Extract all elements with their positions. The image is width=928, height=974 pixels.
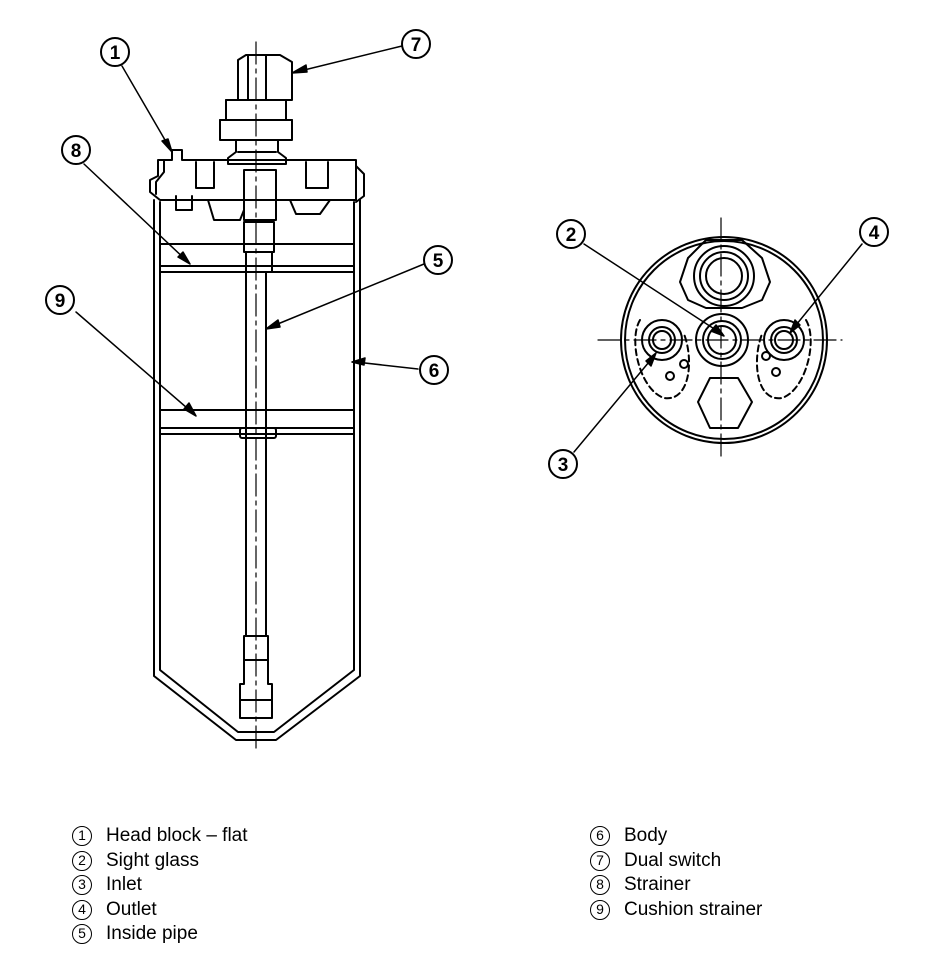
cushion-strainer-part	[159, 409, 355, 439]
callout-7-number: 7	[411, 35, 422, 56]
body-part	[153, 199, 361, 741]
legend-label: Head block – flat	[106, 825, 248, 846]
callout-6-number: 6	[429, 361, 440, 382]
legend-label: Inside pipe	[106, 923, 198, 944]
legend-item: 6 Body	[590, 824, 762, 849]
callout-4: 4	[859, 217, 889, 247]
legend-number: 2	[72, 850, 92, 871]
head-block-part	[149, 149, 365, 221]
callout-8-number: 8	[71, 141, 82, 162]
legend-item: 7 Dual switch	[590, 849, 762, 874]
legend-item: 3 Inlet	[72, 873, 248, 898]
legend-left: 1 Head block – flat 2 Sight glass 3 Inle…	[72, 824, 248, 947]
legend-number: 5	[72, 924, 92, 945]
callout-4-number: 4	[869, 223, 880, 244]
legend-item: 4 Outlet	[72, 898, 248, 923]
legend-item: 8 Strainer	[590, 873, 762, 898]
legend-number: 6	[590, 826, 610, 847]
end-view	[597, 217, 843, 461]
legend-number: 1	[72, 826, 92, 847]
end-view-switch	[679, 239, 771, 309]
leader-lines	[75, 45, 863, 453]
callout-8: 8	[61, 135, 91, 165]
legend-label: Cushion strainer	[624, 898, 763, 920]
legend-label: Inlet	[106, 874, 142, 895]
callout-6: 6	[419, 355, 449, 385]
legend-label: Dual switch	[624, 849, 722, 871]
inside-pipe-part	[239, 271, 273, 719]
callout-2: 2	[556, 219, 586, 249]
legend-number: 9	[590, 899, 610, 920]
legend-item: 9 Cushion strainer	[590, 898, 762, 923]
callout-5: 5	[423, 245, 453, 275]
end-view-inlet	[634, 319, 691, 400]
legend-number: 4	[72, 899, 92, 920]
legend-label: Strainer	[624, 874, 691, 895]
callout-1-number: 1	[110, 43, 121, 64]
callout-7: 7	[401, 29, 431, 59]
legend-number: 3	[72, 875, 92, 896]
legend-item: 2 Sight glass	[72, 849, 248, 874]
callout-3-number: 3	[558, 455, 569, 476]
callout-5-number: 5	[433, 251, 444, 272]
receiver-drier-diagram: 1 7 8 5 9 6 2 4 3	[45, 29, 889, 749]
legend-right: 6 Body 7 Dual switch 8 Strainer 9 Cushio…	[590, 824, 762, 922]
callout-3: 3	[548, 449, 578, 479]
end-view-sight-glass	[695, 313, 749, 367]
callout-9: 9	[45, 285, 75, 315]
strainer-part	[159, 221, 355, 273]
legend-number: 8	[590, 875, 610, 896]
callout-2-number: 2	[566, 225, 577, 246]
legend-item: 5 Inside pipe	[72, 922, 248, 947]
callout-9-number: 9	[55, 291, 66, 312]
callout-1: 1	[100, 37, 130, 67]
legend-label: Sight glass	[106, 849, 199, 871]
legend-label: Outlet	[106, 898, 157, 920]
side-section-view	[149, 41, 365, 749]
dual-switch-part	[219, 54, 293, 165]
end-view-hex-bolt	[697, 377, 753, 429]
legend-item: 1 Head block – flat	[72, 824, 248, 849]
legend-label: Body	[624, 825, 668, 846]
end-view-outlet	[755, 319, 812, 400]
legend-number: 7	[590, 850, 610, 871]
